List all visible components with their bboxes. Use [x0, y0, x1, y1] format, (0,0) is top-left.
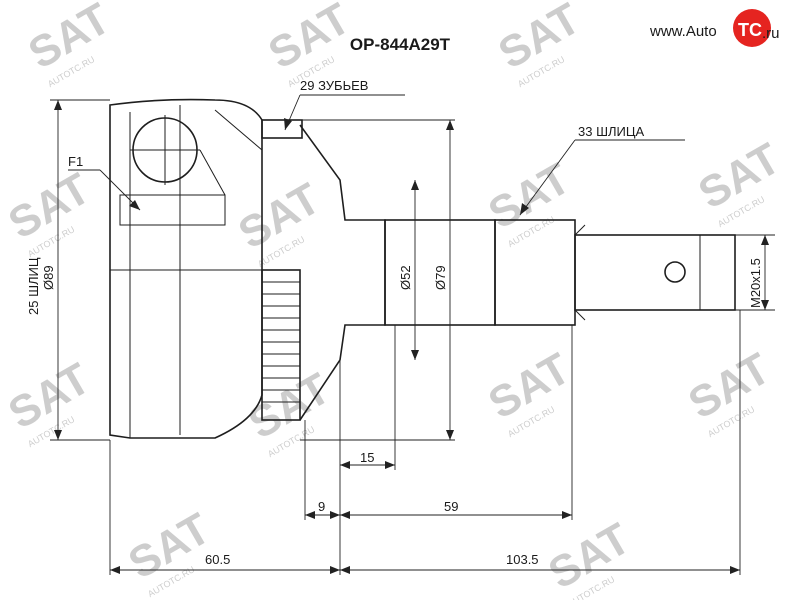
- length-60-5-label: 60.5: [205, 552, 230, 567]
- cv-joint-outline: [109, 98, 736, 439]
- part-number-title: OP-844A29T: [350, 35, 451, 54]
- dimension-lines: [50, 94, 775, 575]
- diameter-52-label: Ø52: [398, 265, 413, 290]
- abs-teeth: [262, 281, 300, 403]
- logo-suffix: .ru: [762, 25, 780, 42]
- length-103-5-label: 103.5: [506, 552, 539, 567]
- abs-ring: [261, 119, 303, 421]
- length-59-label: 59: [444, 499, 458, 514]
- threaded-end: [574, 234, 736, 311]
- autotc-logo: www.Auto TC .ru: [649, 9, 780, 47]
- housing-bell: [109, 98, 263, 439]
- teeth-count-label: 29 ЗУБЬЕВ: [300, 78, 368, 93]
- thread-label: M20x1.5: [748, 258, 763, 308]
- outer-diameter-label: Ø89: [41, 265, 56, 290]
- length-9-label: 9: [318, 499, 325, 514]
- logo-prefix: www.Auto: [649, 23, 717, 40]
- logo-circle: [733, 9, 771, 47]
- stub-shaft: [384, 219, 736, 326]
- logo-mark: TC: [738, 20, 762, 40]
- diameter-79-label: Ø79: [433, 265, 448, 290]
- inner-splines-label: 25 ШЛИЦ: [26, 257, 41, 315]
- cotter-pin-hole: [664, 261, 686, 283]
- inner-race: [119, 194, 226, 226]
- length-15-label: 15: [360, 450, 374, 465]
- outer-splines-label: 33 ШЛИЦА: [578, 124, 644, 139]
- f1-label: F1: [68, 154, 83, 169]
